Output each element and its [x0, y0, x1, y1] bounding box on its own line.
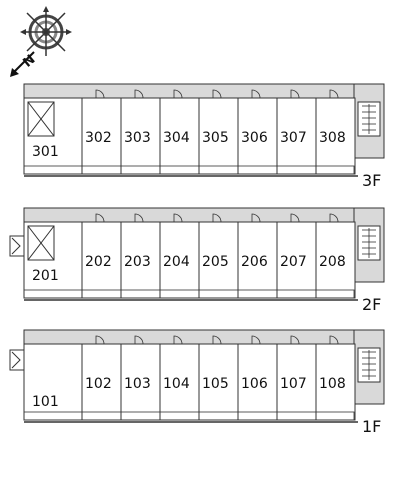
- room-number-label: 307: [280, 130, 307, 146]
- room-number-label: 106: [241, 376, 268, 392]
- floor-label: 1F: [362, 417, 381, 436]
- stairs-icon: [357, 347, 381, 383]
- stairs-icon: [357, 101, 381, 137]
- room-number-label: 103: [124, 376, 151, 392]
- room-number-label: 201: [32, 268, 59, 284]
- room-cell: [315, 343, 356, 421]
- room-cell: [198, 343, 239, 421]
- floor-1f: 101 102 103 104 105 106 107 108 1F: [9, 329, 385, 436]
- room-number-label: 202: [85, 254, 112, 270]
- door-arc-icon: [212, 213, 222, 223]
- entrance-icon: [9, 349, 25, 371]
- door-arc-icon: [329, 89, 339, 99]
- room-cell: [276, 221, 317, 299]
- room-number-label: 102: [85, 376, 112, 392]
- room-number-label: 306: [241, 130, 268, 146]
- room-number-label: 207: [280, 254, 307, 270]
- floor-label: 3F: [362, 171, 381, 190]
- room-cell: [198, 221, 239, 299]
- elevator-box-icon: [27, 101, 55, 137]
- room-number-label: 204: [163, 254, 190, 270]
- room-cell: [23, 343, 83, 421]
- room-number-label: 205: [202, 254, 229, 270]
- door-arc-icon: [173, 335, 183, 345]
- room-number-label: 104: [163, 376, 190, 392]
- room-cell: [120, 221, 161, 299]
- entrance-icon: [9, 235, 25, 257]
- room-number-label: 206: [241, 254, 268, 270]
- room-cell: [81, 221, 122, 299]
- door-arc-icon: [329, 213, 339, 223]
- room-number-label: 305: [202, 130, 229, 146]
- room-number-label: 105: [202, 376, 229, 392]
- door-arc-icon: [251, 335, 261, 345]
- elevator-box-icon: [27, 225, 55, 261]
- door-arc-icon: [134, 213, 144, 223]
- door-arc-icon: [212, 335, 222, 345]
- north-arrow-icon: [10, 51, 35, 77]
- room-cell: [120, 97, 161, 175]
- room-cell: [159, 97, 200, 175]
- door-arc-icon: [95, 213, 105, 223]
- balcony: [23, 289, 355, 299]
- door-arc-icon: [251, 89, 261, 99]
- door-arc-icon: [173, 213, 183, 223]
- door-arc-icon: [134, 335, 144, 345]
- door-arc-icon: [95, 89, 105, 99]
- floor-3f: 301 302 303 304 305 306 307 308 3F: [23, 83, 385, 190]
- compass-rose-icon: [20, 6, 72, 56]
- floor-2f: 201 202 203 204 205 206 207 208 2F: [9, 207, 385, 314]
- room-cell: [237, 343, 278, 421]
- balcony: [23, 411, 355, 421]
- room-cell: [159, 221, 200, 299]
- room-number-label: 208: [319, 254, 346, 270]
- floor-label: 2F: [362, 295, 381, 314]
- room-cell: [237, 221, 278, 299]
- room-number-label: 301: [32, 144, 59, 160]
- room-cell: [159, 343, 200, 421]
- door-arc-icon: [95, 335, 105, 345]
- room-number-label: 107: [280, 376, 307, 392]
- room-number-label: 203: [124, 254, 151, 270]
- door-arc-icon: [290, 335, 300, 345]
- room-number-label: 304: [163, 130, 190, 146]
- room-number-label: 303: [124, 130, 151, 146]
- room-cell: [120, 343, 161, 421]
- door-arc-icon: [290, 89, 300, 99]
- door-arc-icon: [251, 213, 261, 223]
- north-letter: N: [20, 52, 38, 70]
- door-arc-icon: [290, 213, 300, 223]
- room-number-label: 108: [319, 376, 346, 392]
- door-arc-icon: [173, 89, 183, 99]
- door-arc-icon: [134, 89, 144, 99]
- room-cell: [198, 97, 239, 175]
- balcony: [23, 165, 355, 175]
- door-arc-icon: [212, 89, 222, 99]
- room-number-label: 302: [85, 130, 112, 146]
- door-arc-icon: [329, 335, 339, 345]
- room-cell: [315, 97, 356, 175]
- room-number-label: 101: [32, 394, 59, 410]
- room-number-label: 308: [319, 130, 346, 146]
- room-cell: [315, 221, 356, 299]
- stairs-icon: [357, 225, 381, 261]
